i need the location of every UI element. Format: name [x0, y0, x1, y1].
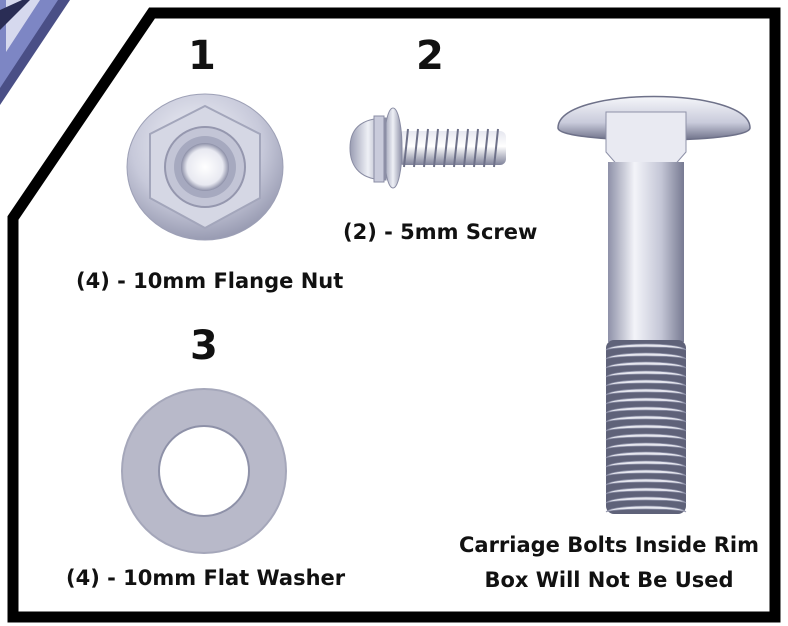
note-line-2: Box Will Not Be Used [484, 568, 734, 592]
thread-ridge [605, 433, 687, 441]
carriage-bolt-icon [557, 95, 751, 514]
item-number-1: 1 [188, 33, 216, 79]
thread-ridge [605, 343, 687, 351]
flat-washer-icon [121, 388, 287, 554]
thread-ridge [605, 505, 687, 513]
thread-ridge [605, 406, 687, 414]
thread-ridge [605, 469, 687, 477]
thread-ridge [605, 361, 687, 369]
thread-ridge [605, 487, 687, 495]
thread-ridge [605, 415, 687, 423]
thread-ridge [605, 370, 687, 378]
thread-ridge [605, 451, 687, 459]
thread-ridge [605, 388, 687, 396]
thread-ridge [605, 352, 687, 360]
note-line-1: Carriage Bolts Inside Rim [458, 533, 760, 557]
thread-ridge [605, 478, 687, 486]
corner-badge-icon [0, 0, 70, 105]
flange-nut-icon [126, 93, 284, 241]
screw-icon [349, 107, 506, 189]
thread-ridge [605, 424, 687, 432]
item-number-2: 2 [416, 33, 444, 79]
thread-ridge [605, 397, 687, 405]
thread-ridge [605, 379, 687, 387]
item-caption-2: (2) - 5mm Screw [343, 220, 538, 244]
item-caption-3: (4) - 10mm Flat Washer [66, 566, 346, 590]
thread-ridge [605, 496, 687, 504]
item-number-3: 3 [190, 323, 218, 369]
thread-ridge [605, 442, 687, 450]
item-caption-1: (4) - 10mm Flange Nut [76, 269, 344, 293]
thread-ridge [605, 460, 687, 468]
